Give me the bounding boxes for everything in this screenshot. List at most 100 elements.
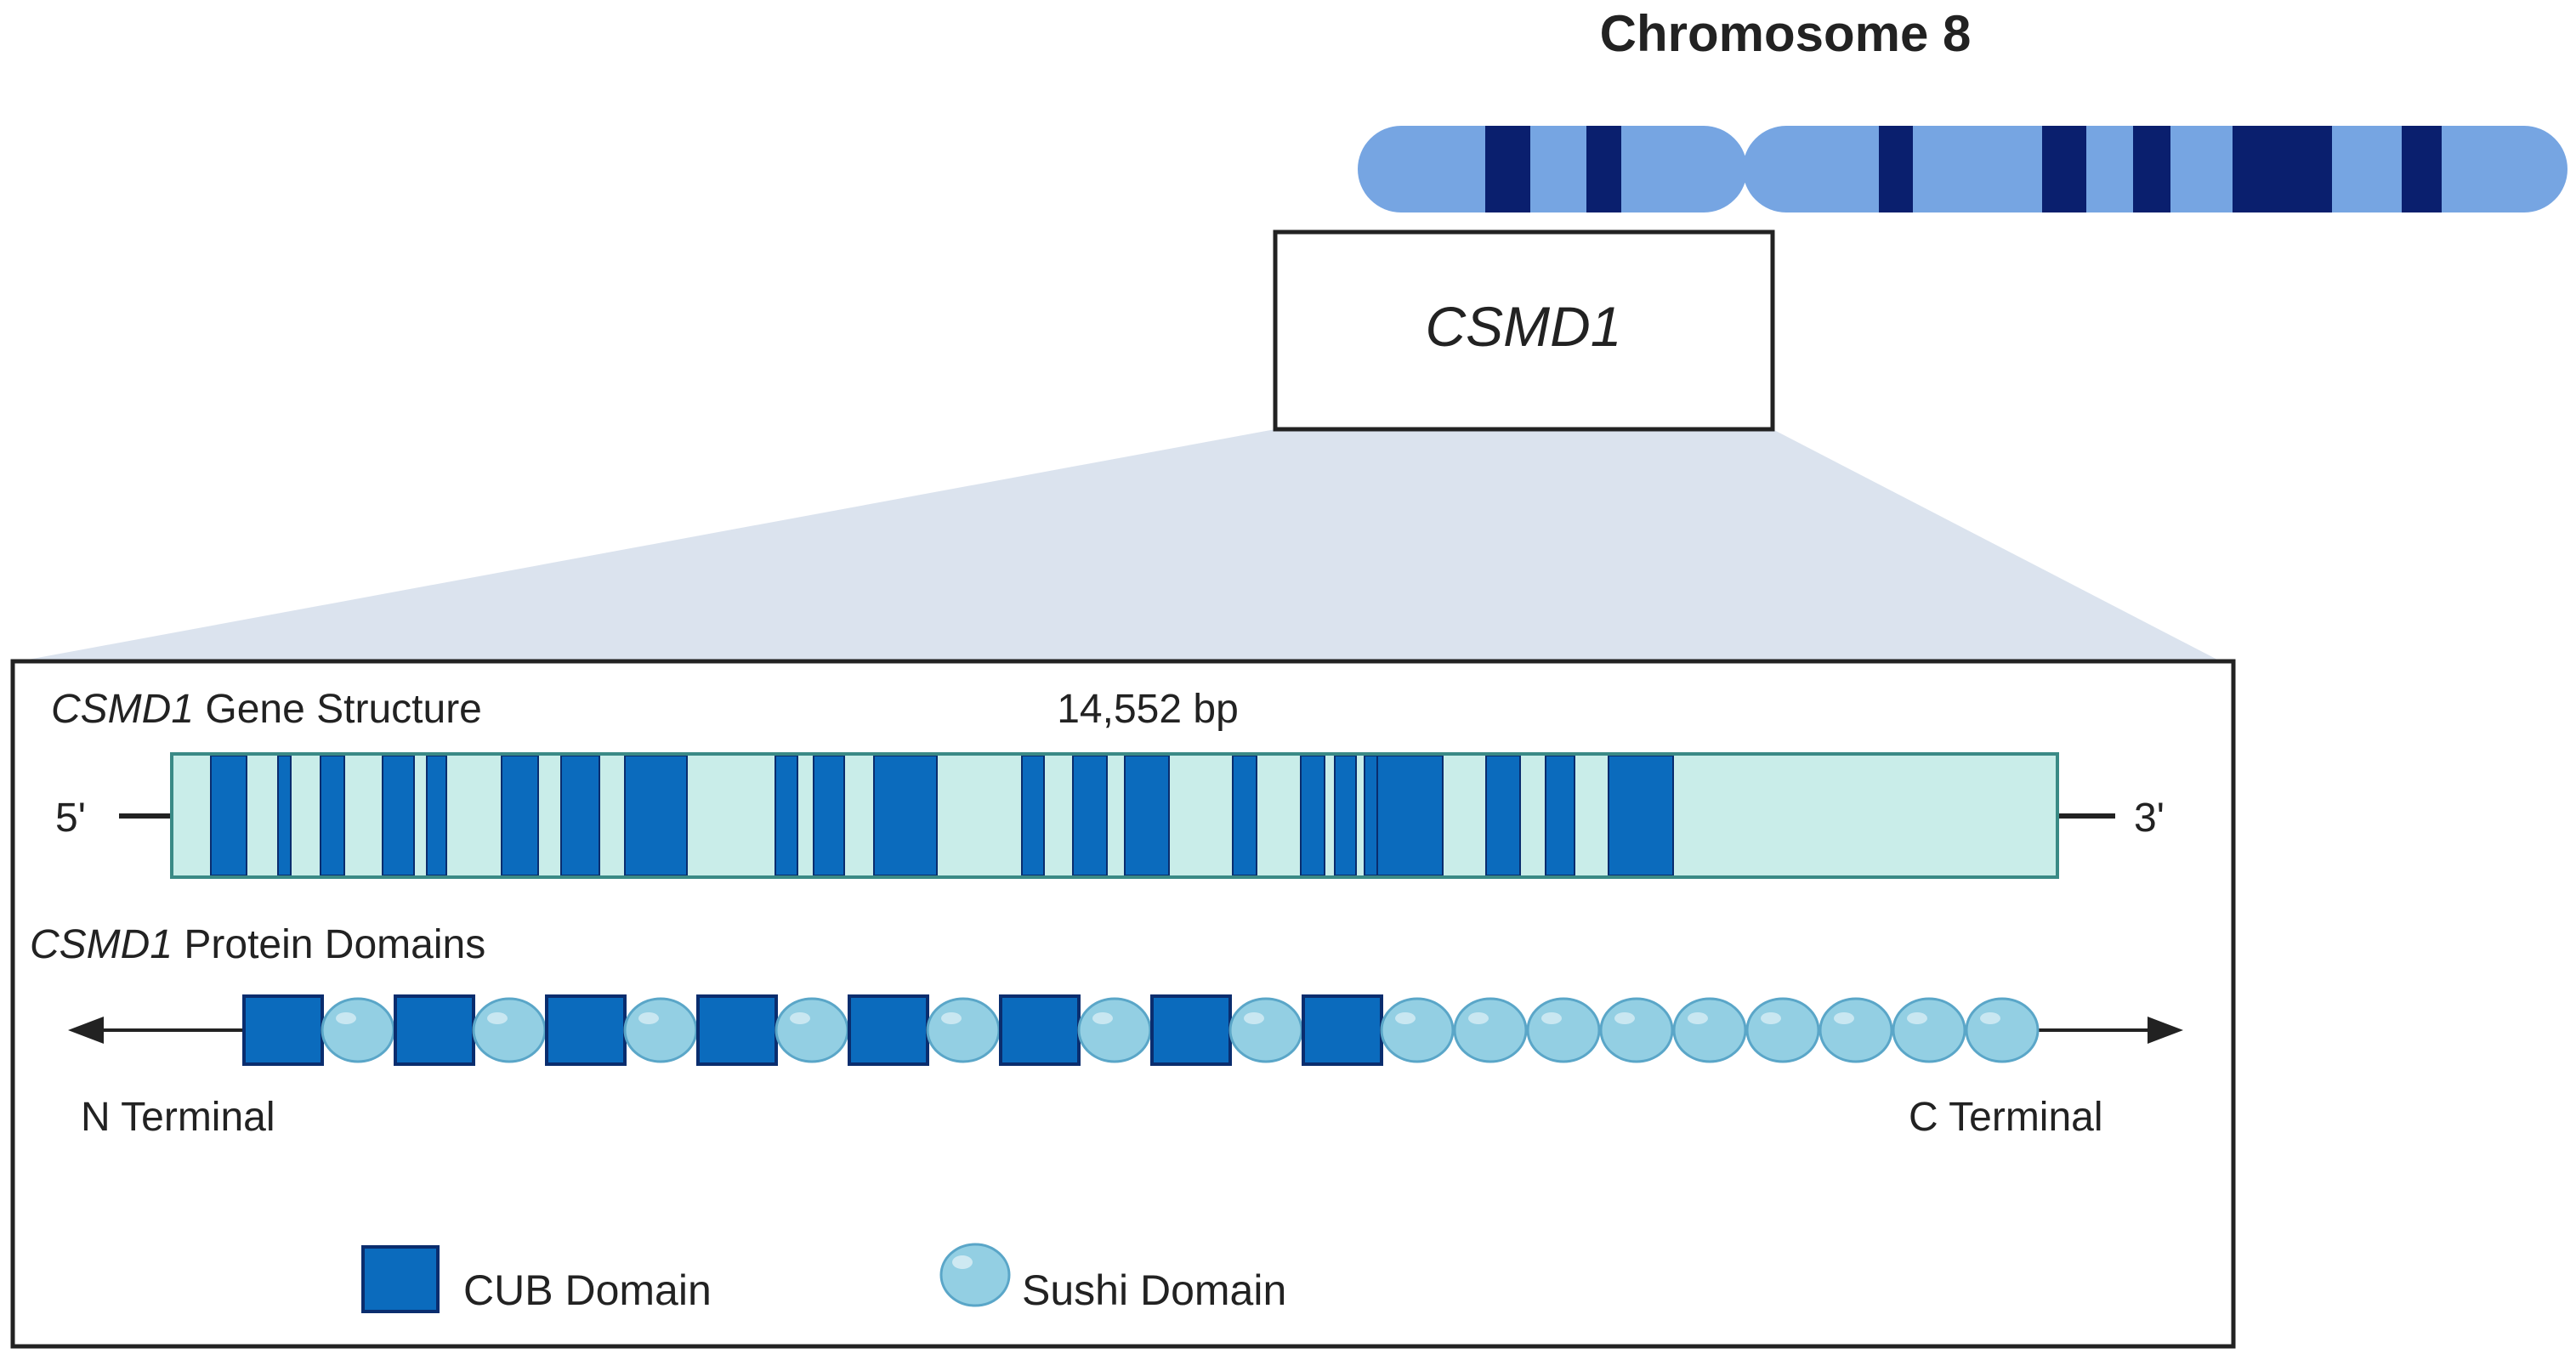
sushi-domain-circle-icon	[1819, 997, 1893, 1063]
exon	[1376, 755, 1444, 876]
sushi-domain-highlight	[1834, 1012, 1854, 1024]
sushi-domain-highlight	[1541, 1012, 1562, 1024]
sushi-domain-body	[1892, 997, 1966, 1063]
exon	[426, 755, 447, 876]
exon	[1364, 755, 1378, 876]
five-prime-label: 5'	[55, 796, 86, 841]
c-terminal-arrowhead	[2148, 1017, 2183, 1044]
gene-structure-label: CSMD1 Gene Structure	[51, 687, 482, 732]
sushi-domain-body	[1453, 997, 1528, 1063]
sushi-domain-circle-icon	[1965, 997, 2040, 1063]
chromosome-band	[2042, 126, 2086, 212]
sushi-domain-highlight	[1907, 1012, 1927, 1024]
exon	[775, 755, 798, 876]
cub-domain-square-icon	[242, 994, 324, 1066]
sushi-domain-circle-icon	[472, 997, 547, 1063]
sushi-domain-circle-icon	[926, 997, 1001, 1063]
gene-length-label: 14,552 bp	[1057, 687, 1239, 732]
cub-domain-square-icon	[696, 994, 778, 1066]
sushi-domain-body	[472, 997, 547, 1063]
sushi-domain-body	[1380, 997, 1455, 1063]
sushi-domain-circle-icon	[1745, 997, 1820, 1063]
sushi-domain-highlight	[1980, 1012, 2000, 1024]
protein-label-gene: CSMD1	[30, 922, 173, 967]
sushi-domain-body	[1819, 997, 1893, 1063]
sushi-domain-circle-icon	[623, 997, 698, 1063]
sushi-domain-body	[1077, 997, 1152, 1063]
chromosome-band	[1879, 126, 1913, 212]
c-terminal-label: C Terminal	[1909, 1095, 2103, 1140]
protein-label-text: Protein Domains	[173, 922, 485, 967]
sushi-domain-highlight	[1092, 1012, 1113, 1024]
sushi-domain-circle-icon	[1228, 997, 1303, 1063]
sushi-domain-body	[1672, 997, 1747, 1063]
sushi-domain-circle-icon	[1380, 997, 1455, 1063]
sushi-domain-highlight	[1761, 1012, 1781, 1024]
sushi-domain-highlight	[1395, 1012, 1416, 1024]
domain-chain	[242, 994, 2040, 1066]
sushi-domain-highlight	[1244, 1012, 1264, 1024]
legend-sushi-label: Sushi Domain	[1022, 1266, 1286, 1314]
gene-bar	[170, 752, 2059, 879]
sushi-domain-body	[1526, 997, 1601, 1063]
n-terminal-label: N Terminal	[81, 1095, 275, 1140]
sushi-domain-circle-icon	[1599, 997, 1674, 1063]
sushi-domain-circle-icon	[1526, 997, 1601, 1063]
sushi-domain-highlight	[336, 1012, 356, 1024]
exon	[1485, 755, 1521, 876]
sushi-domain-body	[1965, 997, 2040, 1063]
three-prime-label: 3'	[2134, 796, 2165, 841]
sushi-domain-body	[775, 997, 849, 1063]
n-terminal-arrowhead	[68, 1017, 104, 1044]
exon	[873, 755, 938, 876]
exon	[1300, 755, 1325, 876]
exon	[210, 755, 247, 876]
sushi-domain-circle-icon	[1077, 997, 1152, 1063]
chromosome-band	[2402, 126, 2442, 212]
exon	[382, 755, 415, 876]
cub-domain-square-icon	[1150, 994, 1232, 1066]
sushi-domain-body	[1228, 997, 1303, 1063]
sushi-domain-body	[321, 997, 395, 1063]
legend-sushi-circle-icon	[939, 1243, 1011, 1307]
legend-sushi-highlight	[952, 1255, 973, 1269]
chromosome-p-arm	[1358, 126, 1747, 212]
zoom-projection	[19, 429, 2221, 661]
exon	[1608, 755, 1674, 876]
sushi-domain-circle-icon	[1453, 997, 1528, 1063]
sushi-domain-body	[623, 997, 698, 1063]
exon	[1334, 755, 1357, 876]
sushi-domain-highlight	[638, 1012, 659, 1024]
sushi-domain-body	[1599, 997, 1674, 1063]
sushi-domain-highlight	[487, 1012, 508, 1024]
exon-group	[210, 755, 1674, 876]
exon	[1545, 755, 1575, 876]
exon	[1072, 755, 1108, 876]
gene-structure: CSMD1 Gene Structure 14,552 bp 5' 3'	[51, 687, 2165, 879]
chromosome-band	[1586, 126, 1621, 212]
sushi-domain-highlight	[1688, 1012, 1708, 1024]
exon	[1232, 755, 1257, 876]
sushi-domain-body	[926, 997, 1001, 1063]
protein-domains: CSMD1 Protein Domains N Terminal C Termi…	[30, 922, 2183, 1140]
protein-domains-label: CSMD1 Protein Domains	[30, 922, 485, 967]
gene-structure-label-text: Gene Structure	[194, 687, 482, 732]
sushi-domain-body	[1745, 997, 1820, 1063]
sushi-domain-circle-icon	[1672, 997, 1747, 1063]
chromosome-band	[2133, 126, 2170, 212]
cub-domain-square-icon	[848, 994, 929, 1066]
exon	[813, 755, 845, 876]
exon	[501, 755, 539, 876]
exon	[624, 755, 688, 876]
chromosome-8: Chromosome 8	[1358, 5, 2567, 238]
legend-cub-square-icon	[361, 1245, 440, 1313]
gene-structure-label-gene: CSMD1	[51, 687, 194, 732]
cub-domain-square-icon	[1302, 994, 1383, 1066]
sushi-domain-highlight	[1614, 1012, 1635, 1024]
gene-box: CSMD1	[1273, 229, 1775, 432]
chromosome-band	[1485, 126, 1530, 212]
legend-cub-label: CUB Domain	[463, 1266, 712, 1314]
chromosome-bands	[1485, 126, 2442, 212]
